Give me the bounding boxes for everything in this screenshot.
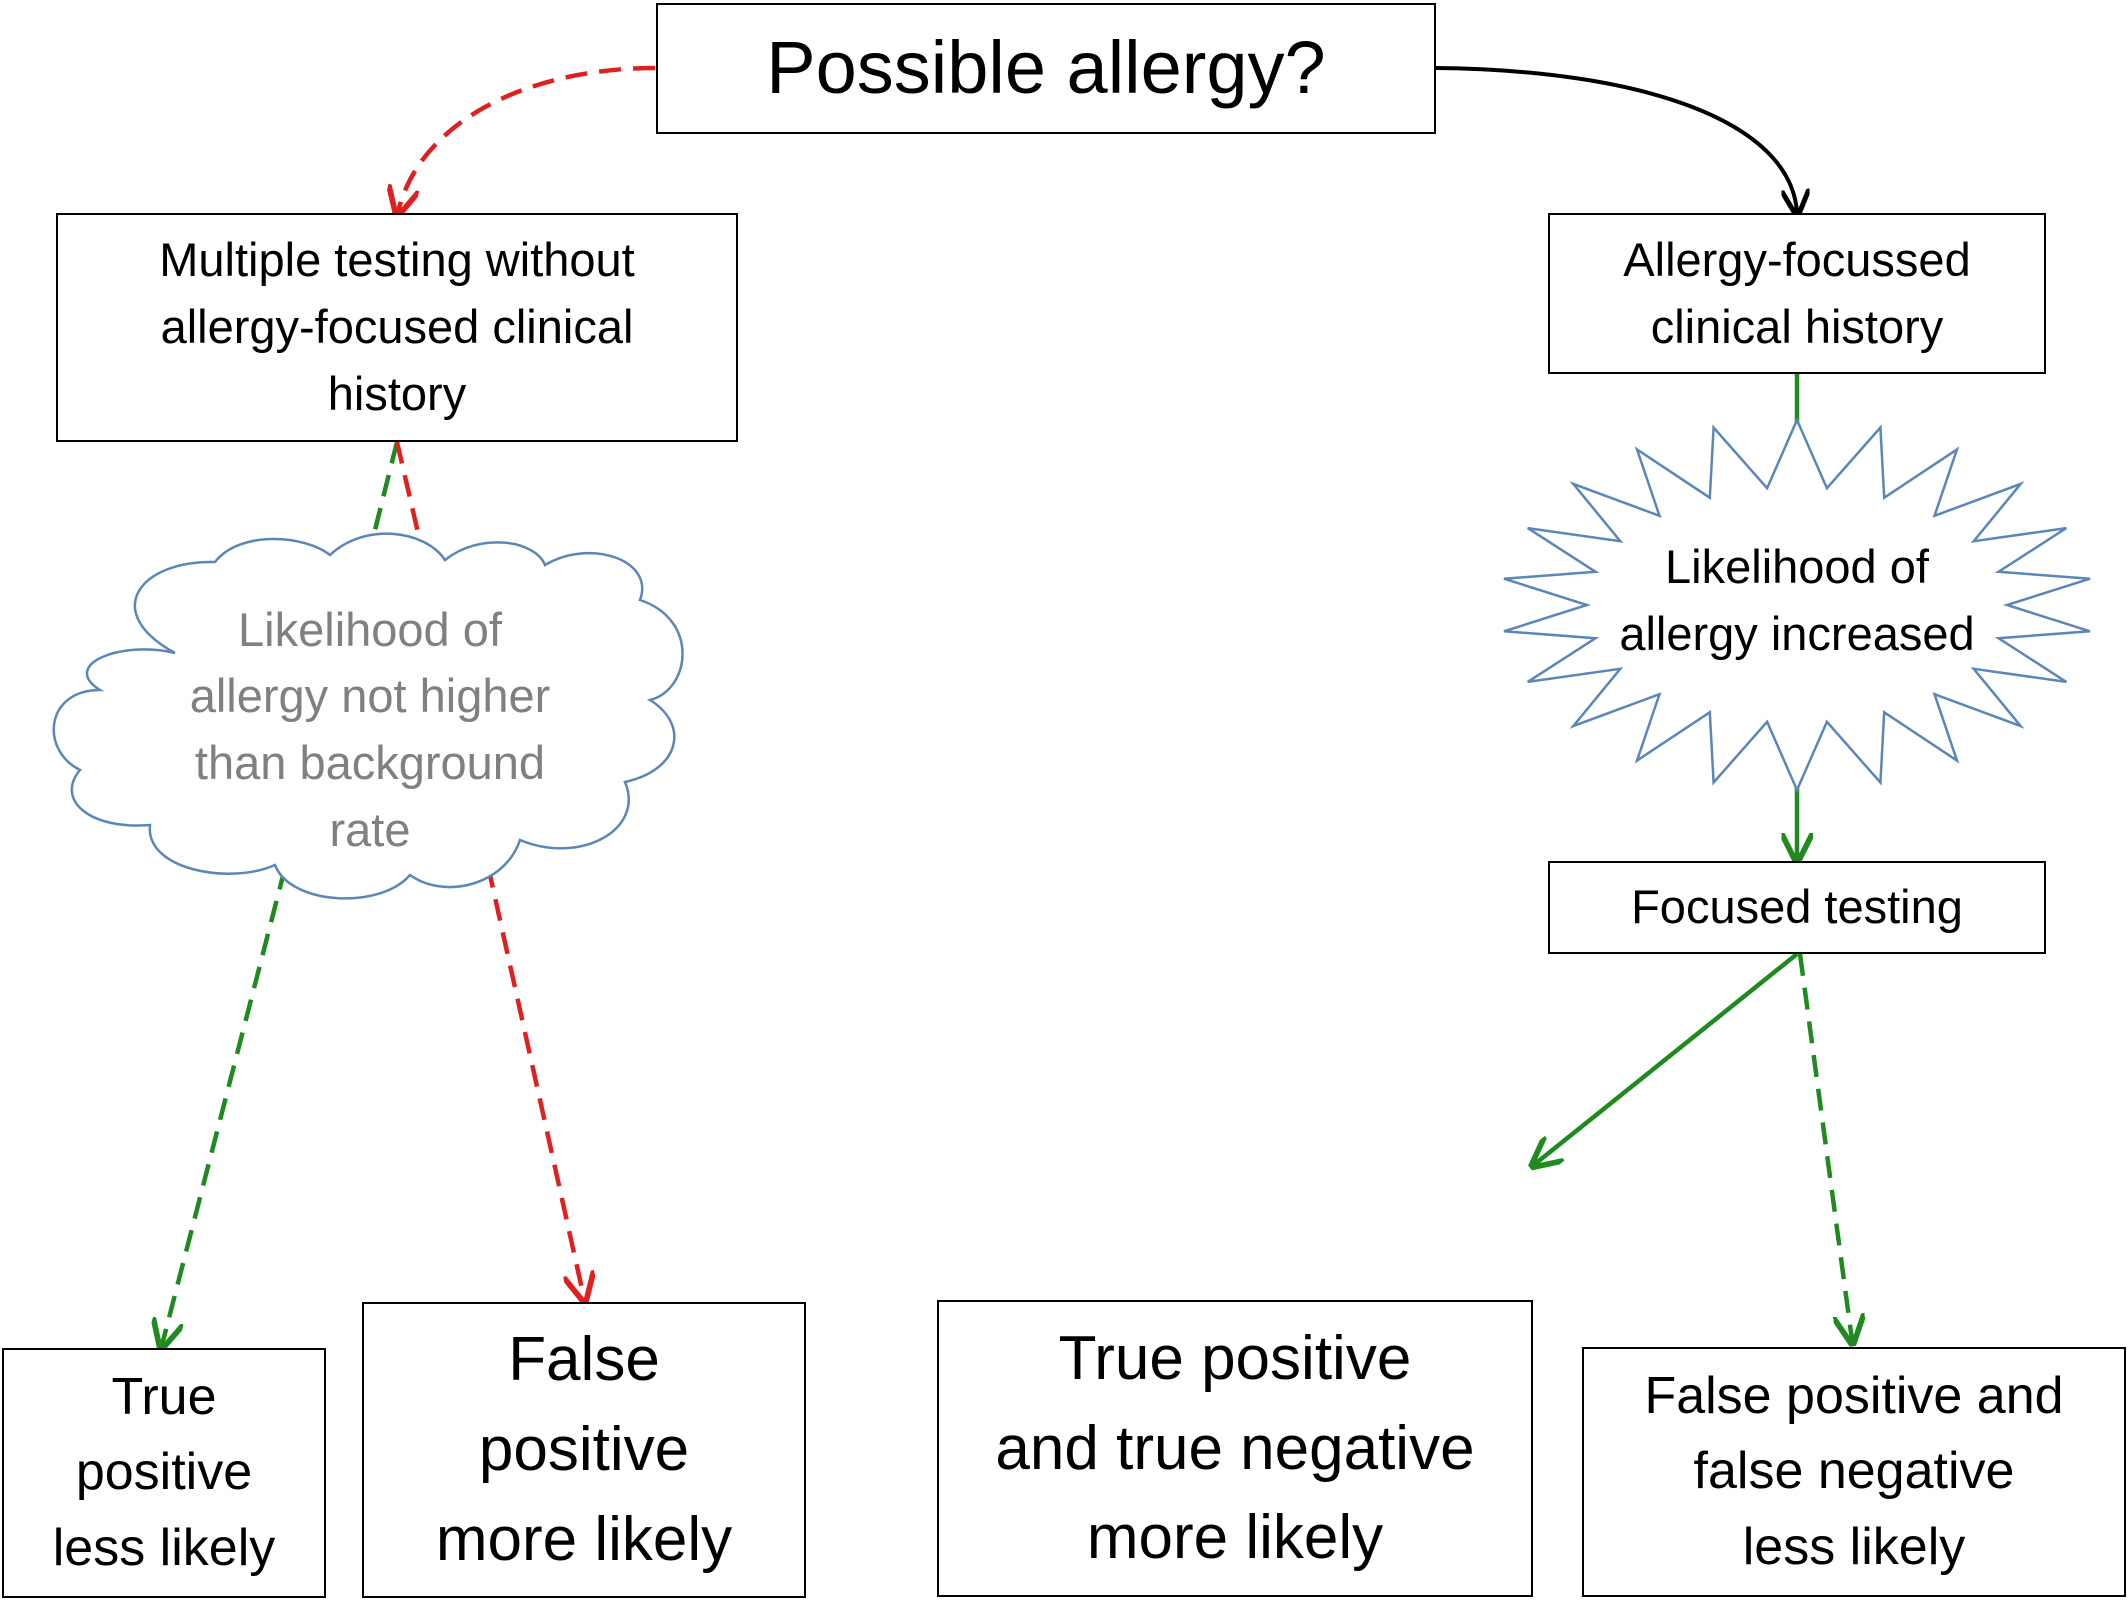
true-positive-true-negative-label: True positive and true negative more lik… <box>995 1323 1475 1573</box>
possible-allergy-box: Possible allergy? <box>656 3 1436 134</box>
likelihood-not-higher-label: Likelihood of allergy not higher than ba… <box>189 602 551 856</box>
false-positive-more-likely-label: False positive more likely <box>435 1325 733 1574</box>
likelihood-increased-label-box: Likelihood of allergy increased <box>1570 528 2024 674</box>
starburst-shape <box>1503 416 2091 794</box>
true-positive-less-likely-label: True positive less likely <box>52 1367 276 1577</box>
green-dashed-connector-top <box>367 441 400 551</box>
allergy-focussed-history-label: Allergy-focussed clinical history <box>1623 232 1971 353</box>
likelihood-increased-label: Likelihood of allergy increased <box>1619 540 1975 660</box>
arrow-root-to-focused-history <box>1435 66 1797 212</box>
focused-testing-box: Focused testing <box>1548 861 2046 954</box>
true-positive-true-negative-box: True positive and true negative more lik… <box>937 1300 1533 1597</box>
false-positive-false-negative-label: False positive and false negative less l… <box>1644 1366 2064 1576</box>
arrow-focused-testing-to-false-outcomes <box>1797 953 1852 1340</box>
red-dashed-connector-top <box>394 441 425 551</box>
cloud-shape <box>52 532 684 900</box>
multiple-testing-box: Multiple testing without allergy-focused… <box>56 213 738 442</box>
likelihood-not-higher-label-box: Likelihood of allergy not higher than ba… <box>120 592 620 868</box>
true-positive-less-likely-box: True positive less likely <box>2 1348 326 1598</box>
focused-testing-label: Focused testing <box>1631 880 1963 934</box>
arrow-cloud-to-false-positive-more <box>485 865 584 1298</box>
arrow-focused-testing-to-true-outcomes <box>1535 952 1799 1164</box>
arrow-cloud-to-true-positive-less <box>162 867 288 1345</box>
possible-allergy-label: Possible allergy? <box>766 26 1326 110</box>
false-positive-more-likely-box: False positive more likely <box>362 1302 806 1598</box>
arrow-root-to-multiple-testing <box>398 65 656 212</box>
multiple-testing-label: Multiple testing without allergy-focused… <box>159 233 635 420</box>
false-positive-false-negative-box: False positive and false negative less l… <box>1582 1347 2126 1597</box>
allergy-focussed-history-box: Allergy-focussed clinical history <box>1548 213 2046 374</box>
